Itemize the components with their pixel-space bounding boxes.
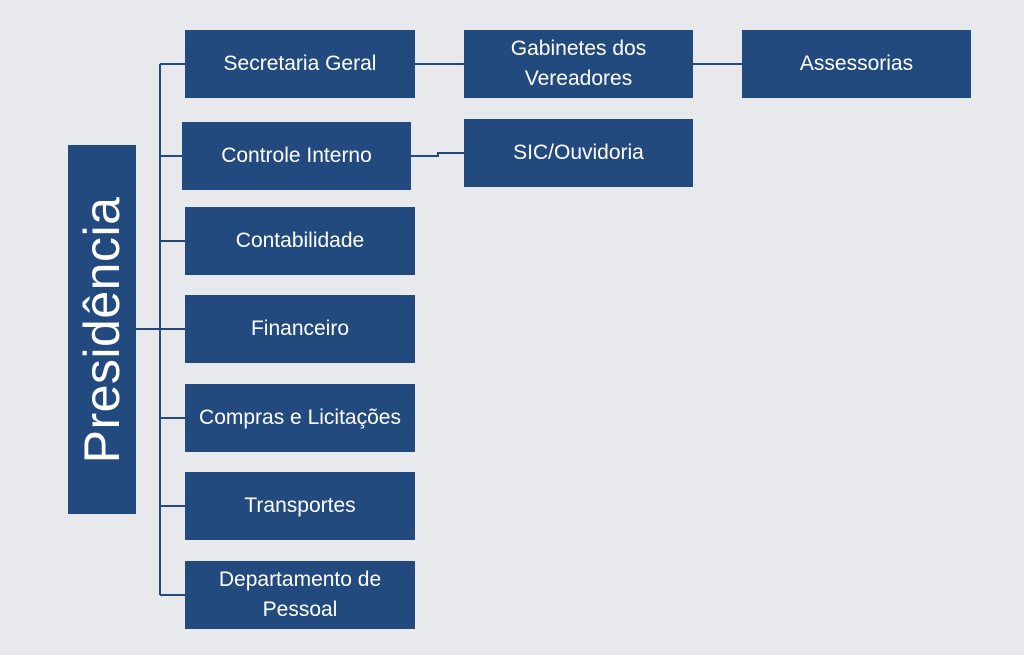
node-secretaria-geral: Secretaria Geral [185,30,415,98]
presidencia-label: Presidência [74,196,130,463]
node-controle-interno: Controle Interno [182,122,411,190]
presidencia-box: Presidência [68,145,136,514]
node-sic-ouvidoria: SIC/Ouvidoria [464,119,693,187]
node-departamento-pessoal: Departamento de Pessoal [185,561,415,629]
node-compras-licitacoes: Compras e Licitações [185,384,415,452]
node-assessorias: Assessorias [742,30,971,98]
link-controle-sic [411,152,464,157]
node-contabilidade: Contabilidade [185,207,415,275]
node-transportes: Transportes [185,472,415,540]
node-financeiro: Financeiro [185,295,415,363]
node-gabinetes-vereadores: Gabinetes dos Vereadores [464,30,693,98]
